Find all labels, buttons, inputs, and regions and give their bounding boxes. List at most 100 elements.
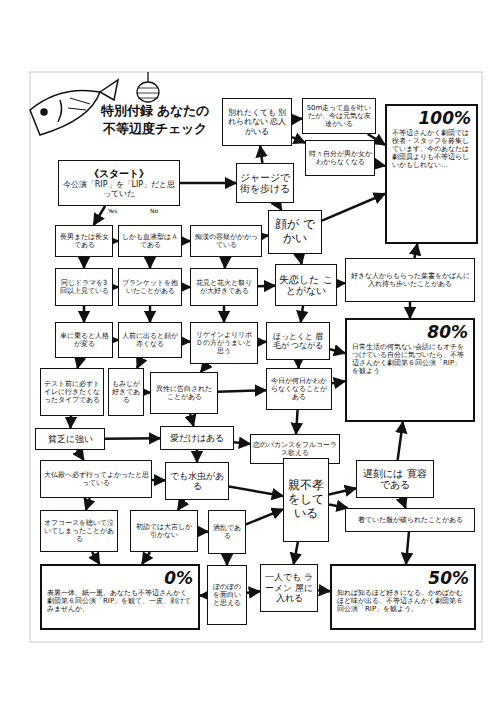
flow-arrow bbox=[198, 530, 208, 533]
box-text: 一人でも ラーメン 屋に入れる bbox=[263, 572, 315, 603]
question-box: 別れたくても 別れられない 恋人がいる bbox=[222, 98, 292, 146]
box-text: 好きな人からもらった葉書をかばんに入れ持ち歩いたことがある bbox=[348, 272, 472, 288]
box-text: 貧乏に強い bbox=[48, 434, 93, 444]
flow-arrow bbox=[178, 500, 185, 510]
result-percent: 0% bbox=[47, 569, 193, 589]
flow-arrow bbox=[409, 302, 412, 318]
box-text: 親不孝 をしている bbox=[286, 479, 326, 520]
box-text: ジャージで 街を歩ける bbox=[239, 172, 291, 195]
box-text: 遅刻には 寛容である bbox=[359, 468, 431, 491]
question-box: 花見と花火と祭りが大好きである bbox=[190, 268, 258, 306]
flow-arrow bbox=[296, 410, 298, 434]
result-box: 100%不等辺さんかく劇団では役者・スタッフを募集しています。今のあなたは劇団員… bbox=[385, 104, 478, 244]
flow-arrow bbox=[149, 257, 152, 268]
question-box: 失恋した ことがない bbox=[275, 264, 337, 306]
question-box: 大仏殿へ必ず行ってよかったと思っている bbox=[40, 460, 152, 498]
flow-arrow bbox=[223, 306, 226, 322]
flow-arrow bbox=[69, 416, 72, 428]
flow-arrow bbox=[375, 164, 385, 166]
box-text: 着ていた服が破られたことがある bbox=[358, 516, 463, 524]
flow-arrow bbox=[258, 341, 266, 344]
flow-arrow bbox=[77, 450, 84, 460]
flow-arrow bbox=[294, 542, 298, 564]
branch-label: No bbox=[150, 207, 158, 214]
box-text: 車に乗ると人格が変る bbox=[58, 332, 110, 348]
question-box: 遅刻には 寛容である bbox=[356, 460, 434, 498]
box-text: ぽのぽのを面白いと思える bbox=[210, 583, 244, 607]
flow-arrow bbox=[398, 422, 403, 460]
flow-arrow bbox=[196, 450, 199, 462]
flow-arrow bbox=[224, 257, 227, 268]
box-text: 痴漢の容疑がかかっている bbox=[193, 233, 259, 249]
flow-arrow bbox=[180, 182, 236, 185]
question-box: でも水虫がある bbox=[165, 462, 229, 500]
flow-arrow bbox=[246, 509, 283, 524]
page-frame bbox=[30, 72, 482, 642]
flow-arrow bbox=[247, 591, 260, 592]
flow-arrow bbox=[83, 257, 86, 268]
box-text: でも水虫がある bbox=[168, 471, 226, 492]
box-text: ほっとくと 眉毛が つながる bbox=[269, 332, 327, 350]
diagram-title: 特別付録 あなたの 不等辺度チェック bbox=[100, 102, 210, 137]
box-text: テスト前に必ずトイレに行きたくなったタイプである bbox=[43, 380, 101, 404]
flow-arrow bbox=[94, 206, 105, 225]
flow-arrow bbox=[322, 194, 385, 221]
flow-arrow bbox=[182, 240, 190, 243]
flow-arrow bbox=[292, 117, 302, 120]
flow-arrow bbox=[182, 340, 190, 343]
box-text: リゲインよりリポＤの方がうまいと思う bbox=[193, 331, 255, 355]
flow-arrow bbox=[258, 285, 275, 288]
flow-arrow bbox=[330, 349, 345, 353]
box-text: 別れたくても 別れられない 恋人がいる bbox=[225, 108, 289, 136]
flow-arrow bbox=[78, 358, 80, 368]
flow-arrow bbox=[406, 532, 409, 564]
question-box: 酒乱である bbox=[208, 510, 246, 554]
result-box: 80%日常生活の何気ない会話にもオチをつけている自分に気づいたら、不等辺さんかく… bbox=[345, 318, 475, 422]
flow-arrow bbox=[332, 381, 345, 383]
box-text: オフコースを聴いて泣いてしまったことがある bbox=[43, 519, 115, 543]
flow-arrow bbox=[218, 390, 266, 392]
box-text: 顔が でかい bbox=[271, 218, 319, 246]
flow-arrow bbox=[318, 589, 330, 592]
question-box: 好きな人からもらった葉書をかばんに入れ持ち歩いたことがある bbox=[345, 258, 475, 302]
question-box: もみじが好きである bbox=[108, 368, 144, 416]
flow-arrow bbox=[226, 554, 229, 565]
question-box: 同じドラマを3回以上見ている bbox=[55, 268, 113, 306]
question-box: 長男または長女である bbox=[55, 225, 113, 257]
result-percent: 80% bbox=[352, 323, 468, 343]
flow-arrow bbox=[86, 498, 90, 510]
result-box: 0%表裏一体、紙一重。あなたも不等辺さんかく劇団第６回公演「RIP」を観て、一皮… bbox=[40, 564, 200, 630]
box-text: 花見と花火と祭りが大好きである bbox=[193, 279, 255, 295]
flow-arrow bbox=[190, 414, 193, 426]
box-text: ブランケットを抱いたことがある bbox=[121, 279, 179, 295]
box-text: 50m走って血を吐いたが、今は元気な友達がいる bbox=[305, 104, 373, 128]
lantern-illustration bbox=[137, 72, 159, 102]
question-box: 親不孝 をしている bbox=[283, 458, 329, 542]
flow-arrow bbox=[149, 306, 152, 322]
question-box: ブランケットを抱いたことがある bbox=[118, 268, 182, 306]
flow-arrow bbox=[260, 146, 262, 163]
flow-arrow bbox=[229, 487, 283, 496]
flow-arrow bbox=[137, 358, 142, 368]
question-box: 時々自分が男か女かわからなくなる bbox=[305, 140, 375, 176]
flow-arrow bbox=[200, 594, 207, 597]
question-box: 人前に出ると顔が赤くなる bbox=[118, 322, 182, 358]
flow-arrow bbox=[300, 254, 302, 264]
box-text: 知れば知るほど好きになる。かめばかむほど味が出る。不等辺さんかく劇団第６回公演「… bbox=[337, 589, 469, 613]
flow-arrow bbox=[414, 244, 417, 258]
flow-arrow bbox=[301, 306, 303, 322]
flow-arrow bbox=[337, 282, 345, 285]
flow-arrow bbox=[234, 442, 250, 444]
flow-arrow bbox=[92, 552, 99, 564]
box-text: 今公演「RIP」を「LIP」だと思っていた bbox=[61, 180, 177, 198]
question-box: オフコースを聴いて泣いてしまったことがある bbox=[40, 510, 118, 552]
question-box: しかも血液型はＡである bbox=[118, 225, 182, 257]
question-box: 顔が でかい bbox=[268, 210, 322, 254]
flow-arrow bbox=[152, 479, 165, 482]
question-box: ぽのぽのを面白いと思える bbox=[207, 565, 247, 625]
result-box: 50%知れば知るほど好きになる。かめばかむほど味が出る。不等辺さんかく劇団第６回… bbox=[330, 564, 476, 630]
box-text: 日常生活の何気ない会話にもオチをつけている自分に気づいたら、不等辺さんかく劇団第… bbox=[352, 343, 468, 375]
question-box: ジャージで 街を歩ける bbox=[236, 163, 294, 203]
box-text: 同じドラマを3回以上見ている bbox=[58, 279, 110, 295]
flow-arrow bbox=[83, 306, 86, 322]
